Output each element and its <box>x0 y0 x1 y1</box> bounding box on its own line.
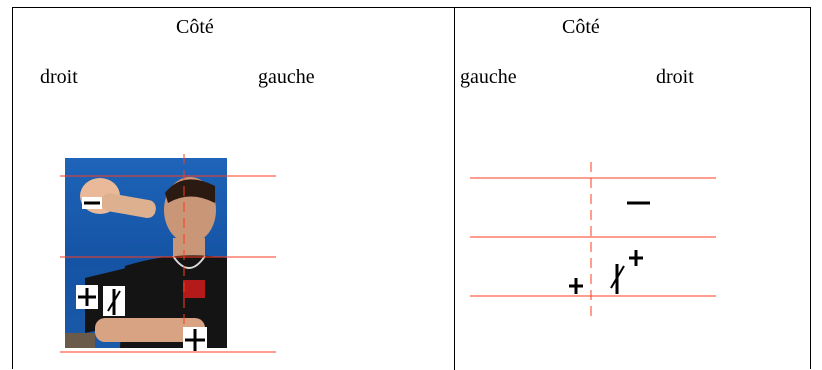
left-label-gauche: gauche <box>258 66 315 88</box>
right-label-gauche: gauche <box>460 66 517 88</box>
symbol-plus-left <box>76 285 98 309</box>
right-label-droit: droit <box>656 66 694 88</box>
symbol-plus-right-low <box>569 278 583 294</box>
symbol-crossed-bar-left <box>103 286 125 316</box>
symbol-plus-bottom-left <box>183 327 207 351</box>
symbol-plus-right-high <box>629 250 643 266</box>
symbol-minus-left <box>82 197 102 209</box>
right-header: Côté <box>562 16 600 38</box>
symbol-crossed-bar-right <box>610 264 625 294</box>
column-divider <box>454 8 455 370</box>
left-label-droit: droit <box>40 66 78 88</box>
comparison-table <box>12 7 811 370</box>
left-header: Côté <box>176 16 214 38</box>
